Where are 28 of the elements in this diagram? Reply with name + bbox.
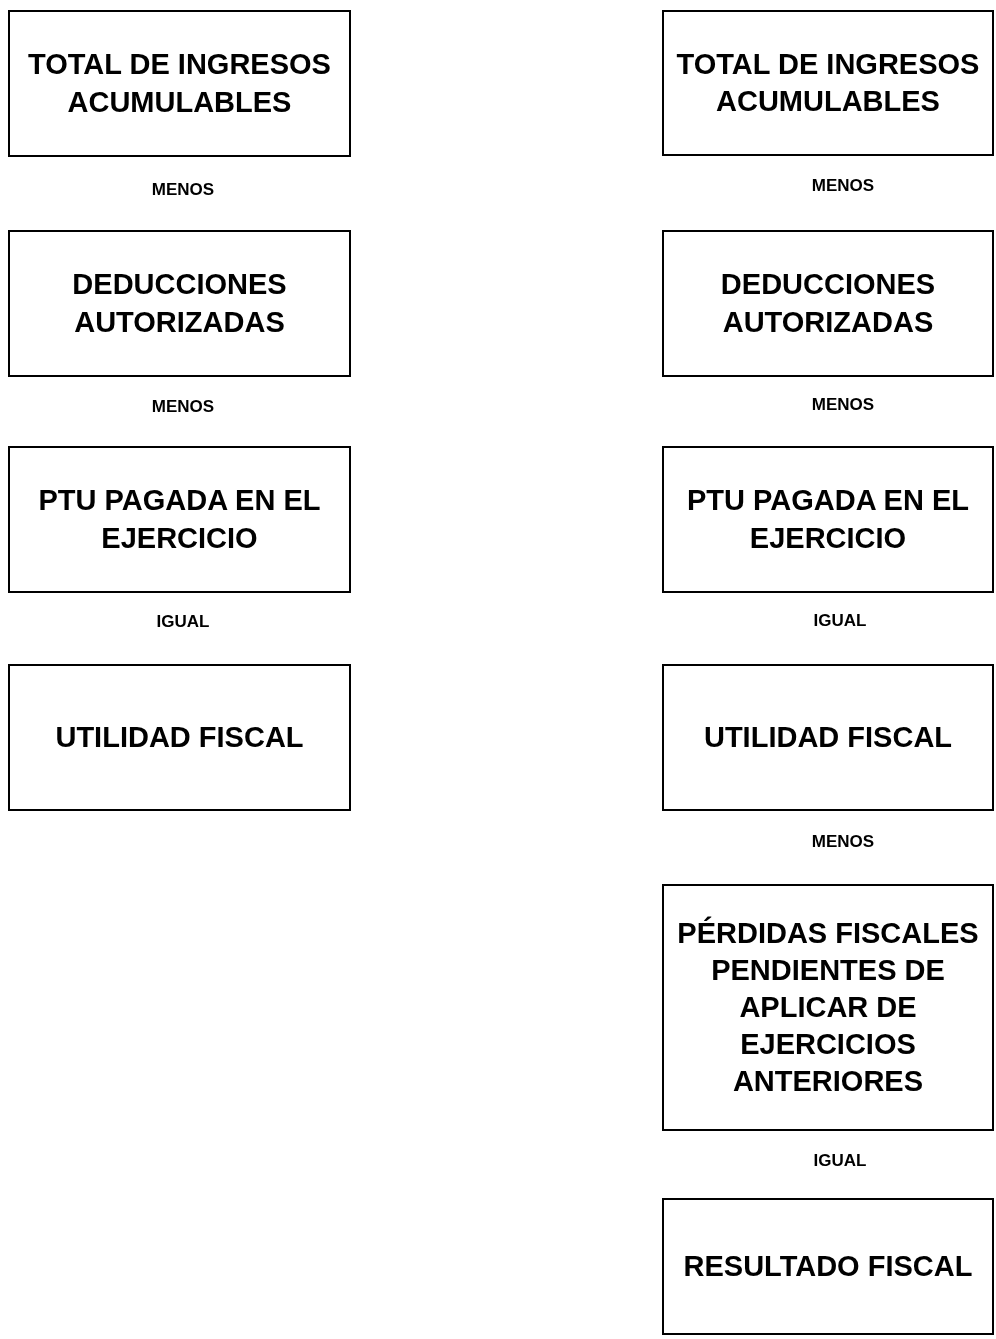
- box-label: DEDUCCIONES AUTORIZADAS: [719, 267, 937, 340]
- box-label: PÉRDIDAS FISCALES PENDIENTES DE APLICAR DE EJERCICIOS ANTERIORES: [676, 915, 980, 1100]
- process-box: [662, 1198, 994, 1335]
- process-box: [662, 230, 994, 377]
- box-label: TOTAL DE INGRESOS ACUMULABLES: [27, 47, 332, 120]
- box-label: DEDUCCIONES AUTORIZADAS: [71, 267, 288, 340]
- process-box: [662, 664, 994, 811]
- operator-label: IGUAL: [813, 611, 867, 631]
- box-label: PTU PAGADA EN EL EJERCICIO: [37, 483, 322, 556]
- process-box: [8, 230, 351, 377]
- operator-label: MENOS: [811, 395, 875, 415]
- box-label: UTILIDAD FISCAL: [703, 719, 953, 755]
- box-label: TOTAL DE INGRESOS ACUMULABLES: [675, 46, 981, 119]
- operator-label: IGUAL: [813, 1151, 867, 1171]
- process-box: [662, 884, 994, 1131]
- box-label: RESULTADO FISCAL: [683, 1248, 973, 1284]
- process-box: [662, 10, 994, 156]
- operator-label: MENOS: [811, 176, 875, 196]
- box-label: UTILIDAD FISCAL: [55, 719, 304, 755]
- process-box: [662, 446, 994, 593]
- process-box: [8, 446, 351, 593]
- process-box: [8, 664, 351, 811]
- operator-label: MENOS: [811, 832, 875, 852]
- operator-label: MENOS: [151, 397, 215, 417]
- operator-label: IGUAL: [156, 612, 210, 632]
- box-label: PTU PAGADA EN EL EJERCICIO: [686, 483, 970, 556]
- operator-label: MENOS: [151, 180, 215, 200]
- process-box: [8, 10, 351, 157]
